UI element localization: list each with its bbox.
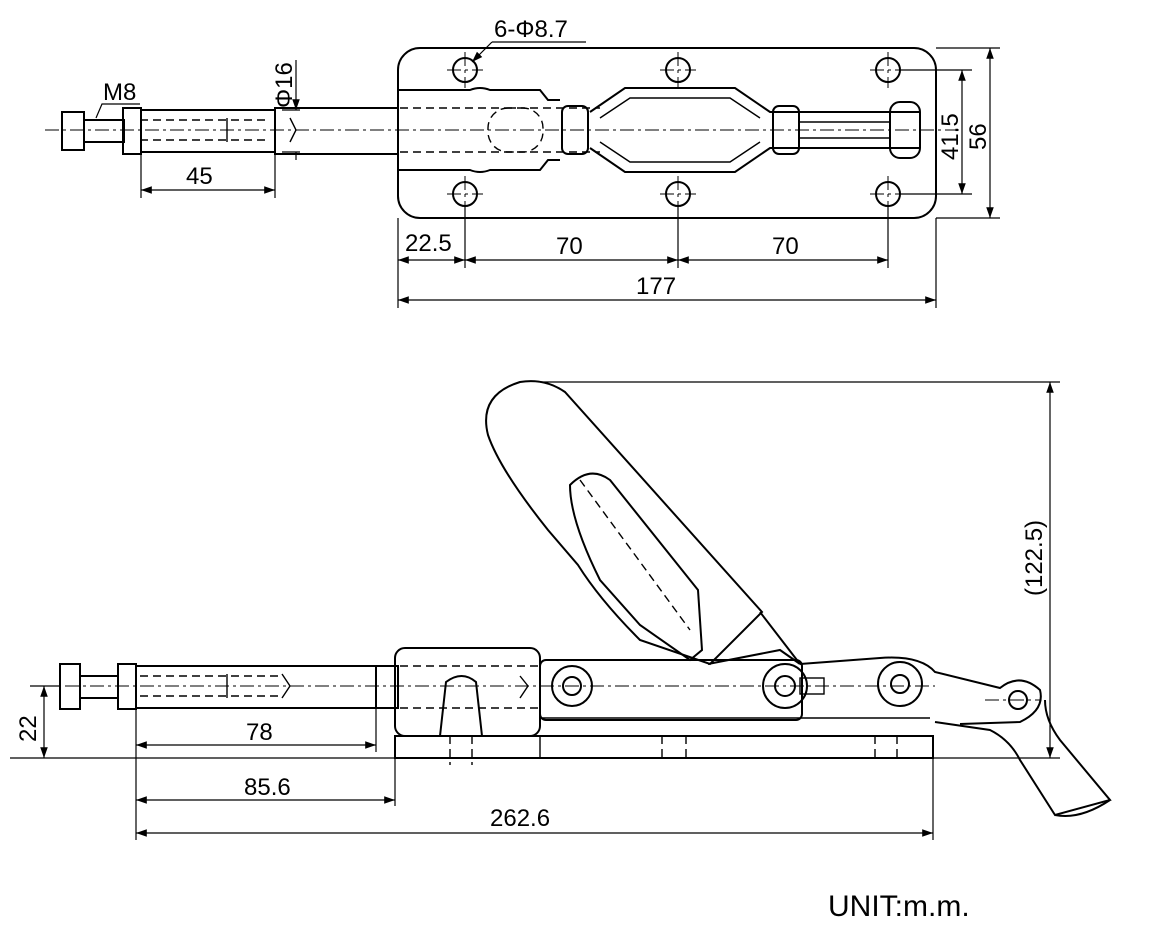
rod-diameter-label: Φ16 xyxy=(271,62,298,108)
hole-pitch-dim-2: 70 xyxy=(772,233,799,260)
height-dim: (122.5) xyxy=(1021,520,1048,596)
hole-pitch-dim-1: 70 xyxy=(556,233,583,260)
overall-length-dim: 177 xyxy=(636,273,676,300)
edge-distance-dim: 22.5 xyxy=(405,230,452,257)
handle-grip xyxy=(485,380,764,666)
plunger-assembly xyxy=(61,107,399,155)
width-dim: 56 xyxy=(965,123,992,150)
side-body xyxy=(394,647,930,737)
side-view: (122.5) 22 78 85.6 262.6 xyxy=(10,380,1112,840)
side-overall-length-dim: 262.6 xyxy=(490,805,550,832)
rod-height-dim: 22 xyxy=(15,715,42,742)
hole-spacing-dim: 41.5 xyxy=(937,113,964,160)
stroke-dim: 78 xyxy=(246,719,273,746)
unit-label: UNIT:m.m. xyxy=(828,890,970,923)
side-handle xyxy=(485,380,801,666)
side-base-plate xyxy=(394,735,934,759)
top-view: 6-Φ8.7 M8 Φ16 45 22.5 70 70 177 4 xyxy=(45,16,1000,308)
rod-extension-dim: 85.6 xyxy=(244,774,291,801)
mounting-holes xyxy=(447,52,906,212)
mounting-hole-1 xyxy=(447,52,483,88)
mounting-hole-3 xyxy=(660,52,696,88)
thread-label: M8 xyxy=(103,79,136,106)
hole-callout: 6-Φ8.7 xyxy=(494,16,568,43)
rod-length-dim: 45 xyxy=(186,163,213,190)
clamp-body xyxy=(398,87,921,173)
